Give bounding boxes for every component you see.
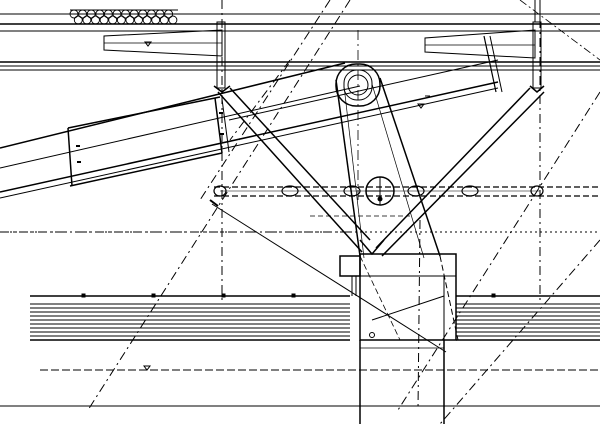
hinge-joint: [365, 176, 395, 206]
rebar-circle: [73, 15, 83, 25]
rebar-circle: [82, 15, 92, 25]
rebar-circle: [168, 15, 178, 25]
rebar-circle: [142, 15, 152, 25]
rebar-bundle: [69, 9, 178, 25]
rebar-circle: [116, 15, 126, 25]
triangle-level-marker: [143, 365, 151, 371]
central-column: [335, 30, 441, 259]
horizontal-tie-bar: [213, 185, 600, 197]
upper-beam-structure: [0, 0, 600, 93]
triangle-level-marker: [144, 41, 152, 47]
lower-deck-layers: [0, 293, 600, 407]
rebar-circle: [125, 15, 135, 25]
rebar-circle: [91, 15, 100, 25]
inclined-conveyor-tube: [0, 35, 503, 199]
rebar-circle: [151, 15, 161, 25]
rebar-circle: [99, 15, 109, 25]
rebar-circle: [134, 15, 143, 25]
rebar-circle: [108, 15, 118, 25]
rebar-circle: [159, 15, 169, 25]
right-diagonal-brace: [375, 87, 545, 257]
base-block: [339, 253, 457, 424]
left-diagonal-brace: [217, 87, 371, 253]
column-base-guides: [359, 255, 459, 341]
